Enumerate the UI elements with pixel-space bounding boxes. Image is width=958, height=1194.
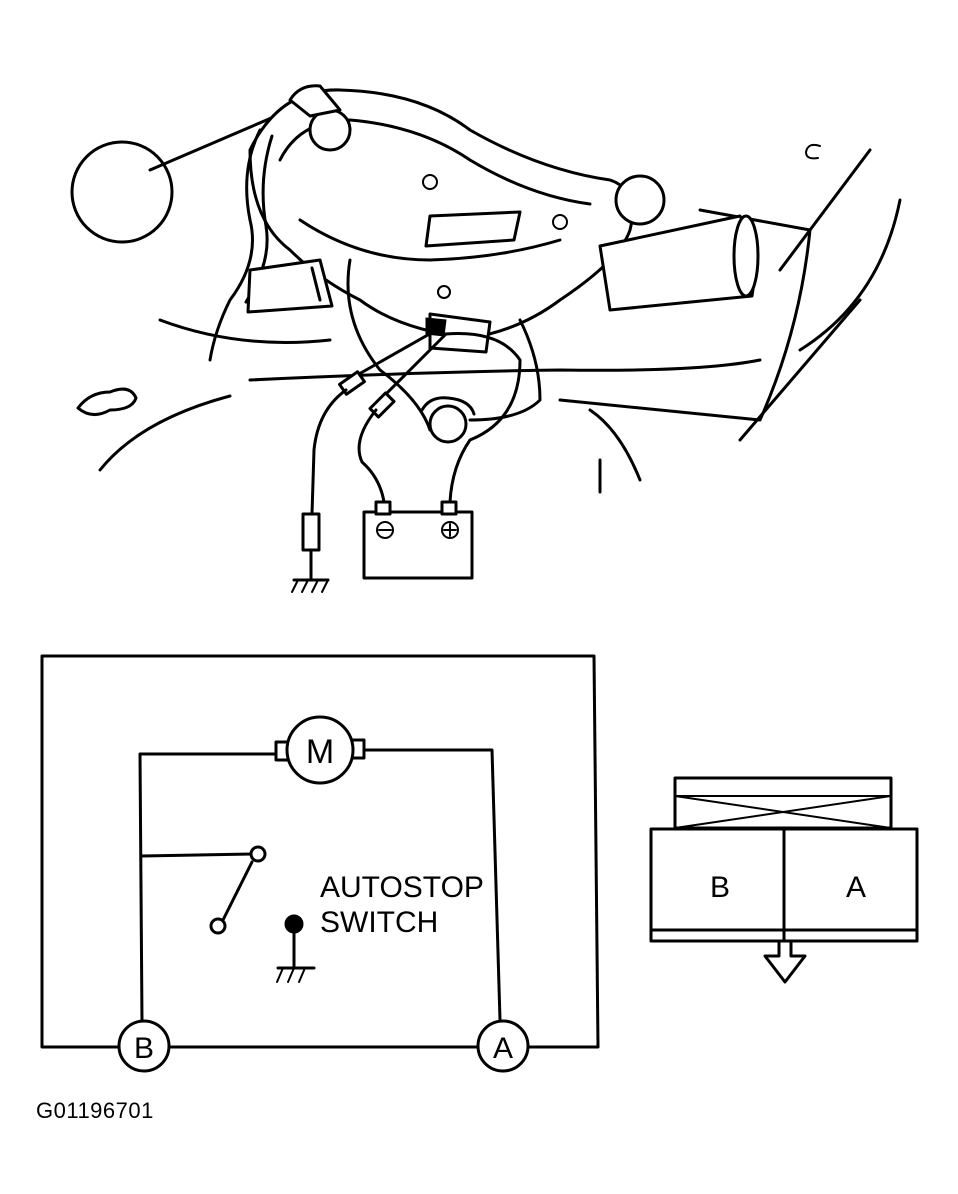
ground-symbol-top — [291, 578, 330, 593]
lower-knob — [420, 396, 476, 416]
battery-negative-lead — [357, 408, 386, 504]
panel-line — [558, 208, 812, 422]
bracket — [246, 258, 334, 314]
screw — [552, 214, 568, 230]
outer-wire — [40, 654, 600, 1049]
battery-plus-icon — [441, 521, 459, 539]
connector-pin-b-label: B — [710, 871, 730, 904]
wire-harness — [208, 128, 262, 362]
panel-line — [158, 318, 332, 344]
motor-end-cap — [732, 214, 760, 298]
autostop-circuit: M AUTOSTOP SWITCH B A — [40, 654, 600, 1073]
round-cover — [70, 140, 174, 244]
panel-line — [248, 358, 762, 382]
fuse — [301, 512, 321, 552]
linkage-inner — [298, 218, 562, 262]
switch-label-line2: SWITCH — [320, 906, 438, 939]
panel-line — [148, 108, 292, 172]
connector-pin-a-label: A — [846, 871, 866, 904]
probe-lead — [350, 326, 442, 380]
switch-feed-wire — [140, 852, 254, 858]
switch-contact-bottom — [209, 917, 227, 935]
ground-lead — [310, 388, 348, 516]
gearbox — [346, 258, 432, 432]
panel-line — [798, 198, 902, 352]
motor-wire-left — [138, 752, 278, 1024]
motor-wire-right — [360, 748, 502, 1022]
screw — [422, 174, 438, 190]
wiper-motor-illustration — [70, 84, 902, 593]
pivot-right — [614, 174, 666, 226]
battery-positive-lead — [444, 332, 522, 504]
bracket — [310, 266, 322, 302]
oval-hole — [76, 387, 138, 416]
switch-contact-top — [249, 845, 267, 863]
pivot-top — [288, 84, 342, 118]
panel-line — [588, 408, 642, 482]
motor-symbol — [285, 715, 355, 785]
terminal-b-label: B — [134, 1032, 154, 1065]
ground-symbol — [276, 966, 316, 983]
battery-minus-icon — [376, 521, 394, 539]
panel-line — [98, 394, 232, 472]
gearbox — [468, 318, 542, 422]
lower-knob — [428, 404, 468, 444]
battery — [362, 500, 474, 580]
panel-line — [778, 148, 872, 272]
down-arrow-icon — [763, 939, 807, 984]
connector-lock — [673, 776, 893, 830]
mark-c — [805, 143, 821, 160]
figure-code: G01196701 — [36, 1098, 154, 1123]
motor-label: M — [306, 733, 334, 771]
switch-blade — [220, 860, 254, 924]
switch-label-line1: AUTOSTOP — [320, 871, 484, 904]
probe-lead — [378, 332, 448, 402]
terminal-a — [476, 1019, 530, 1073]
terminal-b — [117, 1019, 171, 1073]
motor-connector-face: B A — [649, 776, 919, 984]
terminal-a-label: A — [493, 1032, 513, 1065]
screw — [437, 285, 451, 299]
label-plate — [424, 210, 522, 248]
